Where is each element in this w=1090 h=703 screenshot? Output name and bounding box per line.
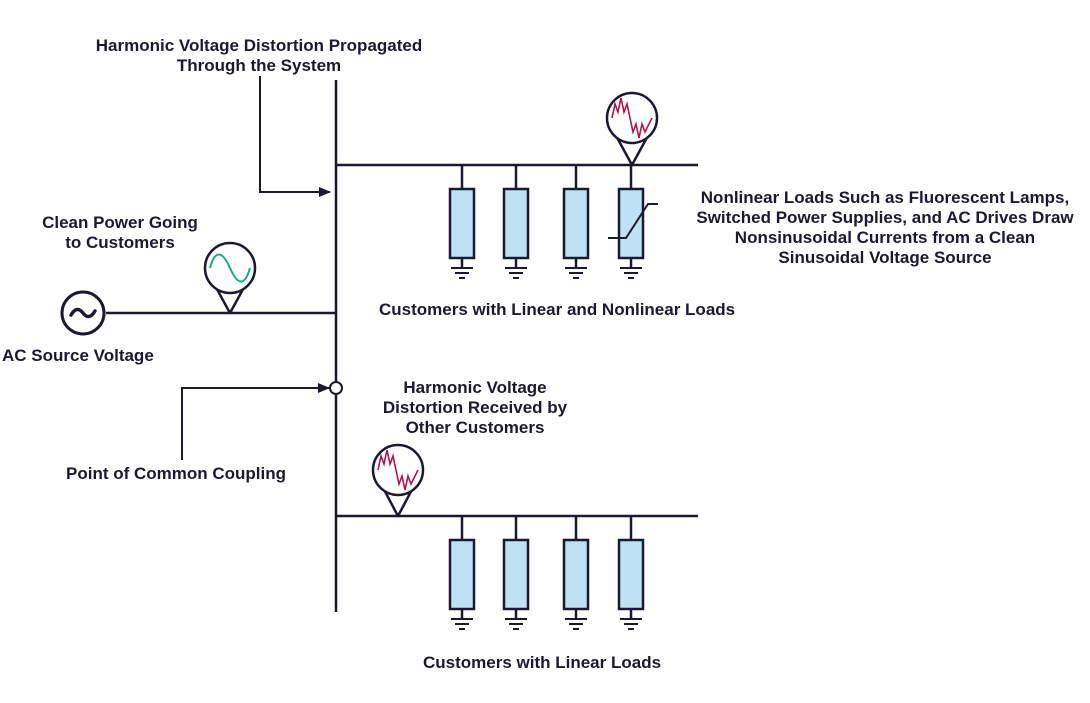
- top-load-group: [448, 165, 645, 279]
- received-distortion-label: Harmonic Voltage Distortion Received by …: [370, 378, 580, 438]
- load-resistor: [617, 538, 645, 611]
- ac-source-label: AC Source Voltage: [2, 346, 154, 365]
- load-resistor: [502, 538, 530, 611]
- ground-symbol-icon: [451, 618, 473, 630]
- load-resistor: [617, 187, 645, 260]
- top-customers-label: Customers with Linear and Nonlinear Load…: [379, 300, 736, 319]
- load-branch: [502, 516, 530, 630]
- received-label-line2: Distortion Received by: [382, 398, 568, 417]
- load-resistor: [448, 538, 476, 611]
- load-branch: [562, 516, 590, 630]
- load-resistor: [562, 538, 590, 611]
- load-branch: [617, 516, 645, 630]
- nonlinear-label-line2: Switched Power Supplies, and AC Drives D…: [696, 208, 1074, 227]
- ground-symbol-icon: [565, 618, 587, 630]
- distorted-wave-probe-icon-bottom: [371, 443, 425, 518]
- load-branch: [502, 165, 530, 279]
- nonlinear-label-line1: Nonlinear Loads Such as Fluorescent Lamp…: [700, 188, 1070, 207]
- load-branch: [448, 165, 476, 279]
- ground-symbol-icon: [565, 267, 587, 279]
- propagated-arrow: [259, 76, 331, 197]
- load-resistor: [502, 187, 530, 260]
- ac-source-tilde-icon: [60, 290, 106, 336]
- ground-symbol-icon: [505, 267, 527, 279]
- load-branch: [448, 516, 476, 630]
- load-branch: [617, 165, 645, 279]
- nonlinear-label-line3: Nonsinusoidal Currents from a Clean: [734, 228, 1036, 247]
- clean-sine-probe-icon: [203, 241, 257, 315]
- load-branch: [562, 165, 590, 279]
- ground-symbol-icon: [620, 618, 642, 630]
- clean-power-label-line1: Clean Power Going: [42, 213, 198, 232]
- nonlinear-label-line4: Sinusoidal Voltage Source: [778, 248, 992, 267]
- ground-symbol-icon: [505, 618, 527, 630]
- ground-symbol-icon: [620, 267, 642, 279]
- propagated-label-line2: Through the System: [176, 56, 342, 75]
- nonlinear-loads-label: Nonlinear Loads Such as Fluorescent Lamp…: [680, 188, 1090, 268]
- load-resistor: [448, 187, 476, 260]
- propagated-label-line1: Harmonic Voltage Distortion Propagated: [95, 36, 423, 55]
- distorted-wave-probe-icon: [605, 91, 659, 167]
- received-label-line3: Other Customers: [405, 418, 545, 437]
- pcc-node: [329, 381, 343, 395]
- received-label-line1: Harmonic Voltage: [403, 378, 547, 397]
- nonlinear-load-indicator: [608, 203, 658, 239]
- pcc-label: Point of Common Coupling: [66, 464, 287, 483]
- clean-power-label: Clean Power Going to Customers: [20, 213, 220, 253]
- propagated-label: Harmonic Voltage Distortion Propagated T…: [80, 36, 438, 76]
- bottom-customers-label: Customers with Linear Loads: [423, 653, 662, 672]
- bottom-load-group: [448, 516, 645, 630]
- pcc-arrow: [181, 383, 330, 460]
- clean-power-label-line2: to Customers: [65, 233, 175, 252]
- load-resistor: [562, 187, 590, 260]
- ground-symbol-icon: [451, 267, 473, 279]
